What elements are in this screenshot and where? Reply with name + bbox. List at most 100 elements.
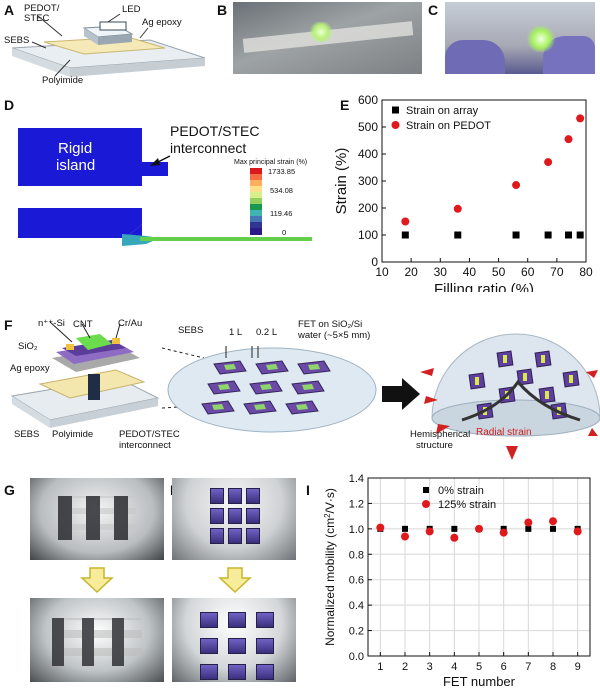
legend-color-step (250, 186, 262, 193)
fet-chip (210, 508, 224, 524)
data-point-125-strain (573, 527, 582, 536)
legend-marker (392, 106, 399, 114)
data-point-0-strain (550, 525, 556, 532)
strain-color-legend (250, 168, 262, 235)
y-tick-label: 1.2 (349, 498, 364, 510)
x-axis-label: FET number (443, 674, 516, 686)
data-point-125-strain (401, 532, 409, 541)
label-pedot-interconnect-1: PEDOT/STEC (170, 123, 260, 139)
panel-f-device-schematic (10, 321, 600, 460)
data-point-strain-pedot (564, 135, 573, 144)
label-cr-au: Cr/Au (118, 318, 143, 329)
fet-chip (200, 664, 218, 680)
fet-chip (228, 488, 242, 504)
label-1l: 1 L (229, 327, 243, 338)
legend-marker (422, 500, 430, 508)
label-pedot-stec-f: PEDOT/STEC (119, 429, 180, 440)
legend-value-min: 0 (282, 228, 287, 237)
legend-value-2: 534.08 (270, 186, 293, 195)
led-array-photo (233, 2, 422, 74)
x-tick-label: 30 (434, 265, 448, 279)
cnt-channel (260, 384, 272, 390)
data-point-125-strain (524, 518, 533, 527)
x-tick-label: 4 (451, 661, 457, 673)
label-interconnect-f: interconnect (119, 440, 171, 451)
label-sebs-f-mid: SEBS (178, 325, 204, 336)
down-arrow-h (218, 567, 252, 594)
label-ag-epoxy-f: Ag epoxy (10, 363, 50, 374)
legend-color-step (250, 192, 262, 199)
label-hemispherical: Hemispherical (410, 429, 471, 440)
y-axis-label-part: Normalized mobility (cm (323, 518, 337, 646)
panel-label-f: F (4, 317, 13, 333)
data-point-125-strain (499, 528, 508, 537)
fet-chip (228, 528, 242, 544)
data-point-strain-array (565, 231, 573, 239)
data-point-125-strain (450, 533, 459, 542)
cnt-channel (302, 384, 314, 390)
y-tick-label: 0.0 (349, 651, 364, 663)
x-tick-label: 2 (402, 661, 408, 673)
data-point-0-strain (451, 525, 458, 532)
label-stec: STEC (24, 13, 50, 24)
panel-label-i: I (306, 482, 310, 498)
fet-chip (200, 612, 218, 628)
y-axis-label: Normalized mobility (cm2/V·s) (323, 488, 337, 646)
cnt-channel (308, 364, 320, 370)
label-rigid: Rigid (58, 140, 93, 157)
legend-marker (423, 487, 429, 493)
y-tick-label: 500 (358, 120, 378, 134)
legend-value-3: 119.46 (270, 209, 293, 218)
data-point-strain-array (512, 231, 520, 239)
y-tick-label: 300 (358, 174, 378, 188)
x-tick-label: 6 (501, 661, 507, 673)
label-water: water (~5×5 mm) (298, 330, 371, 341)
data-point-strain-pedot (401, 217, 410, 226)
y-axis-label-part: /V·s (323, 492, 337, 513)
legend-label: 0% strain (438, 485, 484, 497)
x-tick-label: 3 (427, 661, 433, 673)
panel-d-fea-simulation (18, 128, 312, 246)
cnt-channel (254, 404, 266, 410)
x-tick-label: 60 (521, 265, 535, 279)
led-glow (309, 22, 333, 42)
fet-channel (541, 355, 545, 363)
panel-label-c: C (428, 2, 439, 18)
label-structure: structure (416, 440, 453, 451)
data-point-strain-array (576, 231, 584, 239)
y-tick-label: 0.2 (349, 626, 364, 638)
label-radial-strain: Radial strain (476, 427, 532, 438)
label-polyimide: Polyimide (42, 75, 84, 86)
fet-channel (523, 373, 527, 381)
legend-color-step (250, 168, 262, 175)
panel-label-e: E (340, 97, 350, 113)
fet-chip (200, 638, 218, 654)
legend-color-step (250, 204, 262, 211)
legend-marker (391, 121, 400, 129)
label-island: island (56, 157, 96, 174)
label-polyimide-f: Polyimide (52, 429, 94, 440)
fet-chip (256, 664, 274, 680)
hemisphere-array-photo-bottom (30, 598, 164, 682)
y-axis-label: Strain (%) (333, 148, 350, 215)
chip-grid-g1 (58, 496, 136, 540)
x-tick-label: 40 (463, 265, 477, 279)
legend-color-step (250, 210, 262, 217)
fet-chip (256, 612, 274, 628)
legend-color-step (250, 198, 262, 205)
cnt-channel (266, 364, 278, 370)
data-point-strain-array (454, 231, 462, 239)
y-tick-label: 0.4 (349, 600, 364, 612)
x-axis-label: Filling ratio (%) (434, 281, 534, 292)
fet-channel (569, 375, 573, 383)
down-arrow-g (80, 567, 114, 594)
panel-label-b: B (217, 2, 228, 18)
fet-chip (228, 638, 246, 654)
x-tick-label: 10 (375, 265, 389, 279)
data-point-strain-pedot (512, 181, 521, 190)
label-n-si: n⁺⁺-Si (38, 318, 65, 329)
plot-frame (367, 477, 591, 657)
fet-grid-bottom (200, 612, 274, 680)
